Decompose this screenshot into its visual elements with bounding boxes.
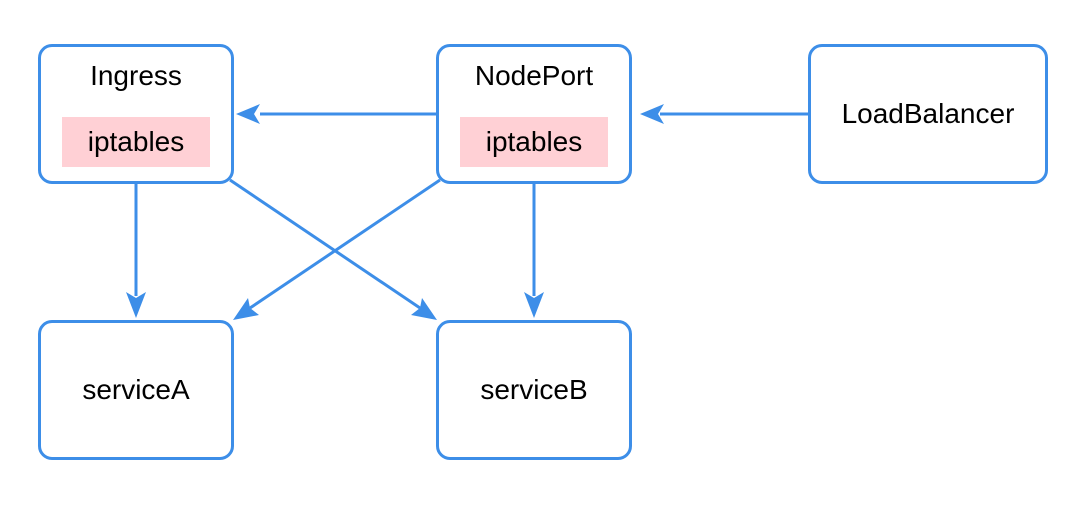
edge-ingress-to-serviceB [229,178,437,320]
edge-nodeport-to-serviceB [524,184,544,318]
serviceA-node: serviceA [38,320,234,460]
serviceA-label: serviceA [82,374,190,405]
nodeport-label: NodePort [474,60,594,91]
ingress-node: Ingress iptables [38,44,234,184]
serviceB-label: serviceB [480,374,588,405]
edge-loadbalancer-to-nodeport [640,104,808,124]
nodeport-iptables-tag: iptables [460,117,608,167]
loadbalancer-node: LoadBalancer [808,44,1048,184]
serviceB-node: serviceB [436,320,632,460]
edge-ingress-to-serviceA [126,184,146,318]
nodeport-node: NodePort iptables [436,44,632,184]
ingress-iptables-tag: iptables [62,117,210,167]
edge-nodeport-to-ingress [236,104,436,124]
ingress-label: Ingress [90,60,182,91]
loadbalancer-label: LoadBalancer [841,98,1015,129]
edge-nodeport-to-serviceA [233,178,441,320]
